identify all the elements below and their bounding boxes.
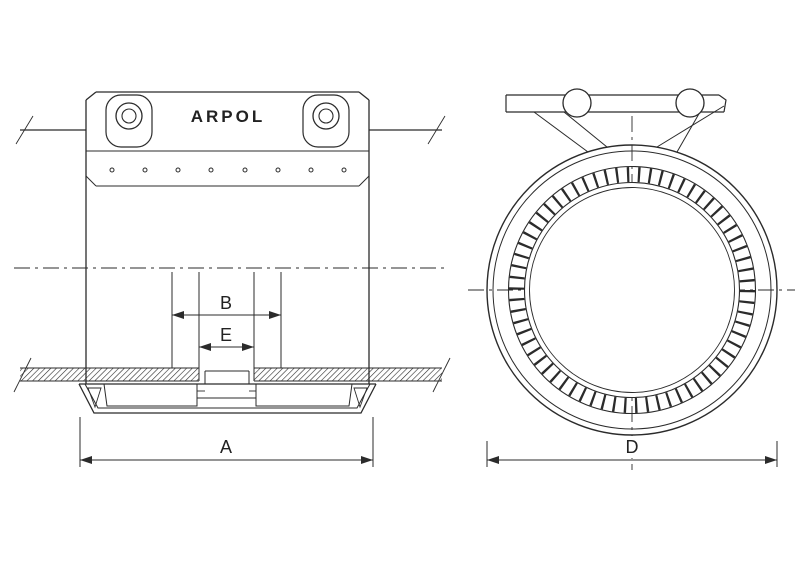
clamp-band-housing: ARPOL <box>85 91 370 384</box>
dimension-d: D <box>486 436 778 467</box>
strap-right <box>656 105 725 148</box>
sleeve-inner-edge-circle <box>523 181 741 399</box>
sleeve-outer-edge-circle <box>507 165 757 415</box>
bolt-head <box>312 102 340 130</box>
rivet-row <box>109 167 347 173</box>
outer-shell-circle <box>486 144 778 436</box>
gasket-end-lip-left <box>87 387 102 409</box>
dimension-e-label: E <box>220 325 232 345</box>
gasket-center-rib <box>196 370 257 399</box>
pipe-break-mark <box>427 115 446 145</box>
side-view: ARPOL <box>13 91 451 467</box>
label-mask <box>618 436 646 458</box>
corrugated-sleeve-ring <box>509 167 755 413</box>
bolt-lug-right <box>302 94 350 148</box>
shell-inner-edge-circle <box>492 150 772 430</box>
gasket-right <box>255 383 353 407</box>
brand-label: ARPOL <box>191 107 266 126</box>
dimension-b: B <box>172 293 281 319</box>
strap-right <box>676 111 701 153</box>
bolt-head <box>562 88 592 118</box>
dimension-b-label: B <box>220 293 232 313</box>
bolt-head <box>115 102 143 130</box>
coupling-rings <box>486 144 778 436</box>
dimension-d-label: D <box>626 437 639 457</box>
pipe-end-edges <box>171 272 282 381</box>
bore-circle <box>529 187 735 393</box>
dimension-a-label: A <box>220 437 232 457</box>
dimension-e: E <box>199 325 254 351</box>
tension-bar-assembly <box>505 88 727 153</box>
gasket-left <box>103 383 198 407</box>
dimension-a: A <box>79 417 374 467</box>
gasket-end-lip-right <box>353 387 368 409</box>
strap-left <box>563 111 608 148</box>
end-view: D <box>468 88 795 470</box>
pipe-break-mark <box>15 115 34 145</box>
bolt-lug-left <box>105 94 153 148</box>
shell-gasket-section <box>78 370 377 414</box>
strap-left <box>533 111 589 153</box>
pipe-wall-section <box>20 367 442 382</box>
bar-end-tab <box>718 94 727 113</box>
bolt-head <box>675 88 705 118</box>
